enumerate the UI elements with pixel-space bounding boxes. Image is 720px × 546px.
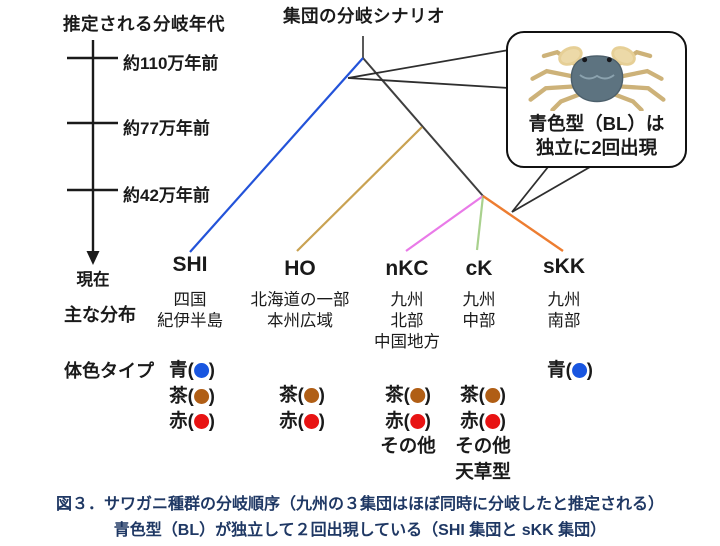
color-type-entry: 赤(): [169, 410, 215, 431]
tick-label-77: 約77万年前: [123, 119, 210, 138]
tree-title: 集団の分岐シナリオ: [283, 6, 445, 26]
color-types-nkc: 茶() 赤() その他: [380, 382, 436, 459]
color-types-ho: 茶() 赤(): [279, 382, 325, 433]
group-label-nkc: nKC: [385, 257, 429, 280]
tick-label-110: 約110万年前: [123, 54, 219, 73]
figure-caption: 図３．サワガニ種群の分岐順序（九州の３集団はほぼ同時に分岐したと推定される） 青…: [0, 492, 720, 544]
distribution-skk: 九州 南部: [547, 291, 581, 330]
callout-pointer-skk-left: [511, 166, 549, 213]
group-label-skk: sKK: [542, 255, 586, 278]
color-type-entry: 赤(): [279, 409, 325, 431]
color-types-skk: 青(): [547, 357, 593, 383]
color-type-entry: 赤(): [460, 409, 506, 431]
branch-shi: [189, 57, 364, 253]
callout-pointer-shi-upper: [347, 49, 510, 79]
distribution-ck: 九州 中部: [462, 291, 496, 330]
color-types-shi: 青() 茶() 赤(): [169, 357, 215, 434]
color-type-entry: その他: [380, 435, 436, 456]
color-dot-red: [484, 413, 500, 429]
branch-ho: [296, 126, 423, 252]
color-type-entry: 茶(): [460, 384, 506, 405]
color-type-entry: 茶(): [169, 384, 215, 406]
color-dot-brown: [193, 388, 209, 404]
color-dot-red: [303, 413, 319, 429]
color-dot-blue: [571, 363, 587, 378]
color-dot-red: [193, 414, 209, 429]
distribution-nkc: 九州 北部 中国地方: [374, 291, 440, 351]
group-label-ck: cK: [465, 257, 493, 280]
color-type-entry: その他: [455, 435, 511, 456]
branch-skk: [482, 195, 564, 252]
color-type-entry: 天草型: [455, 460, 511, 482]
group-label-shi: SHI: [172, 253, 208, 276]
row-header-color-type: 体色タイプ: [64, 361, 154, 381]
color-dot-blue: [193, 363, 209, 378]
crab-image: [527, 46, 666, 111]
color-type-entry: 赤(): [385, 409, 431, 431]
color-type-entry: 青(): [169, 359, 215, 380]
group-label-ho: HO: [284, 257, 316, 280]
left-axis-title: 推定される分岐年代: [63, 14, 225, 34]
caption-line2: 青色型（BL）が独立して２回出現している（SHI 集団と sKK 集団）: [113, 522, 607, 539]
tick-label-42: 約42万年前: [123, 186, 210, 205]
color-type-entry: 茶(): [279, 384, 325, 405]
color-dot-brown: [303, 388, 319, 403]
branch-ck: [475, 195, 485, 251]
color-dot-brown: [409, 388, 425, 403]
row-header-distribution: 主な分布: [64, 305, 136, 325]
callout-text-line1: 青色型（BL）は: [528, 113, 665, 134]
distribution-ho: 北海道の一部 本州広域: [250, 291, 350, 330]
color-type-entry: 青(): [547, 359, 593, 380]
color-type-entry: 茶(): [385, 384, 431, 405]
tree-main-branch: [362, 57, 484, 197]
distribution-shi: 四国 紀伊半島: [157, 291, 223, 330]
crab-carapace: [570, 55, 623, 103]
color-types-ck: 茶() 赤() その他 天草型: [455, 382, 511, 484]
color-dot-brown: [484, 388, 500, 403]
callout-text-line2: 独立に2回出現: [535, 137, 658, 158]
timeline-arrowhead-icon: [86, 251, 100, 265]
caption-line1: 図３．サワガニ種群の分岐順序（九州の３集団はほぼ同時に分岐したと推定される）: [55, 496, 664, 513]
callout-bubble: 青色型（BL）は 独立に2回出現: [506, 31, 687, 168]
branch-nkc: [405, 195, 484, 252]
callout-pointer-skk-right: [511, 166, 591, 213]
color-dot-red: [409, 413, 425, 429]
callout-pointer-shi-lower: [347, 77, 510, 89]
now-label: 現在: [76, 271, 110, 289]
